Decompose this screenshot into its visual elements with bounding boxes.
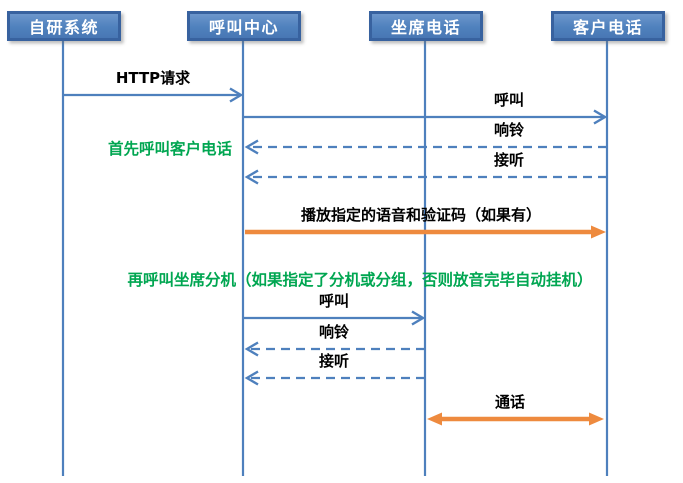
arrowhead-open-icon bbox=[229, 87, 244, 103]
arrowhead-open-icon bbox=[244, 139, 259, 155]
message-label: HTTP请求 bbox=[115, 69, 191, 87]
message-label: 接听 bbox=[318, 352, 350, 370]
actor-label: 坐席电话 bbox=[390, 18, 461, 37]
message-label: 响铃 bbox=[493, 121, 525, 139]
arrowhead-open-icon bbox=[244, 341, 259, 357]
message-label: 响铃 bbox=[318, 323, 350, 341]
message-label: 通话 bbox=[494, 393, 526, 411]
message-label: 接听 bbox=[493, 151, 525, 169]
arrowhead-filled-icon bbox=[427, 412, 442, 426]
actor-label: 客户电话 bbox=[572, 18, 643, 37]
actor-box-customer-phone: 客户电话 bbox=[551, 11, 665, 41]
arrowhead-filled-icon bbox=[589, 412, 604, 426]
note-label: 首先呼叫客户电话 bbox=[107, 140, 233, 158]
arrowhead-open-icon bbox=[593, 109, 608, 125]
message-label: 呼叫 bbox=[493, 91, 525, 109]
actor-label: 呼叫中心 bbox=[208, 18, 279, 37]
message-label: 播放指定的语音和验证码（如果有） bbox=[300, 206, 542, 224]
arrowhead-open-icon bbox=[244, 169, 259, 185]
arrowhead-filled-icon bbox=[591, 225, 606, 239]
actor-box-self-system: 自研系统 bbox=[7, 11, 121, 41]
actor-label: 自研系统 bbox=[28, 18, 99, 37]
actor-box-agent-phone: 坐席电话 bbox=[369, 11, 483, 41]
arrowhead-open-icon bbox=[244, 370, 259, 386]
arrowhead-open-icon bbox=[411, 310, 426, 326]
message-label: 呼叫 bbox=[318, 292, 350, 310]
actor-box-call-center: 呼叫中心 bbox=[187, 11, 301, 41]
note-label: 再呼叫坐席分机（如果指定了分机或分组，否则放音完毕自动挂机） bbox=[127, 271, 593, 289]
